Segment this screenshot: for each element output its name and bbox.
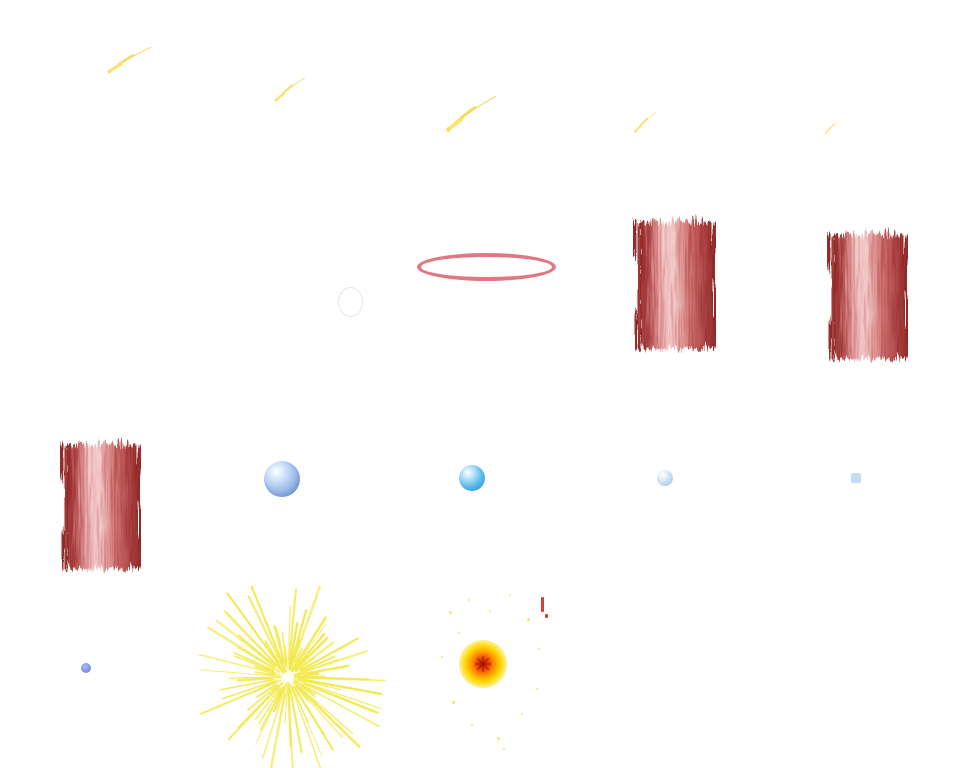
comet-streak-sprite <box>106 45 153 75</box>
comet-streak-sprite <box>633 110 658 135</box>
glow-orb-sprite <box>459 640 507 688</box>
bubble-sprite-medium <box>459 465 485 491</box>
sparkle-dot <box>458 632 460 634</box>
bubble-sprite-tiny <box>851 473 861 483</box>
starburst-firework-sprite <box>198 585 386 768</box>
comet-streak-sprite <box>824 119 842 135</box>
sparkle-dot <box>452 701 455 704</box>
sparkle-dot <box>441 656 443 658</box>
sparkle-dot <box>521 713 523 715</box>
comet-streak-sprite <box>444 94 498 134</box>
sparkle-dot <box>509 594 511 596</box>
sparkle-dot <box>538 648 540 650</box>
red-streak-mark <box>541 597 544 612</box>
bubble-sprite-small <box>657 470 673 486</box>
halo-ring-sprite <box>417 253 556 281</box>
sparkle-dot <box>503 748 505 750</box>
sparkle-dot <box>449 611 452 614</box>
firecracker-cylinder-sprite <box>632 217 712 343</box>
glow-core-star-icon <box>475 656 491 672</box>
faint-circle-sprite <box>338 287 363 317</box>
bubble-sprite-large <box>264 461 300 497</box>
red-streak-mark <box>545 614 548 618</box>
sparkle-dot <box>489 610 491 612</box>
firecracker-cylinder-sprite <box>58 439 138 564</box>
sparkle-dot <box>536 688 538 690</box>
sparkle-dot <box>471 724 473 726</box>
blue-dot-sprite <box>81 663 91 673</box>
firecracker-cylinder-sprite <box>825 229 905 354</box>
sparkle-dot <box>497 737 500 740</box>
sparkle-dot <box>468 599 470 601</box>
comet-streak-sprite <box>274 76 306 103</box>
sparkle-dot <box>527 618 530 621</box>
